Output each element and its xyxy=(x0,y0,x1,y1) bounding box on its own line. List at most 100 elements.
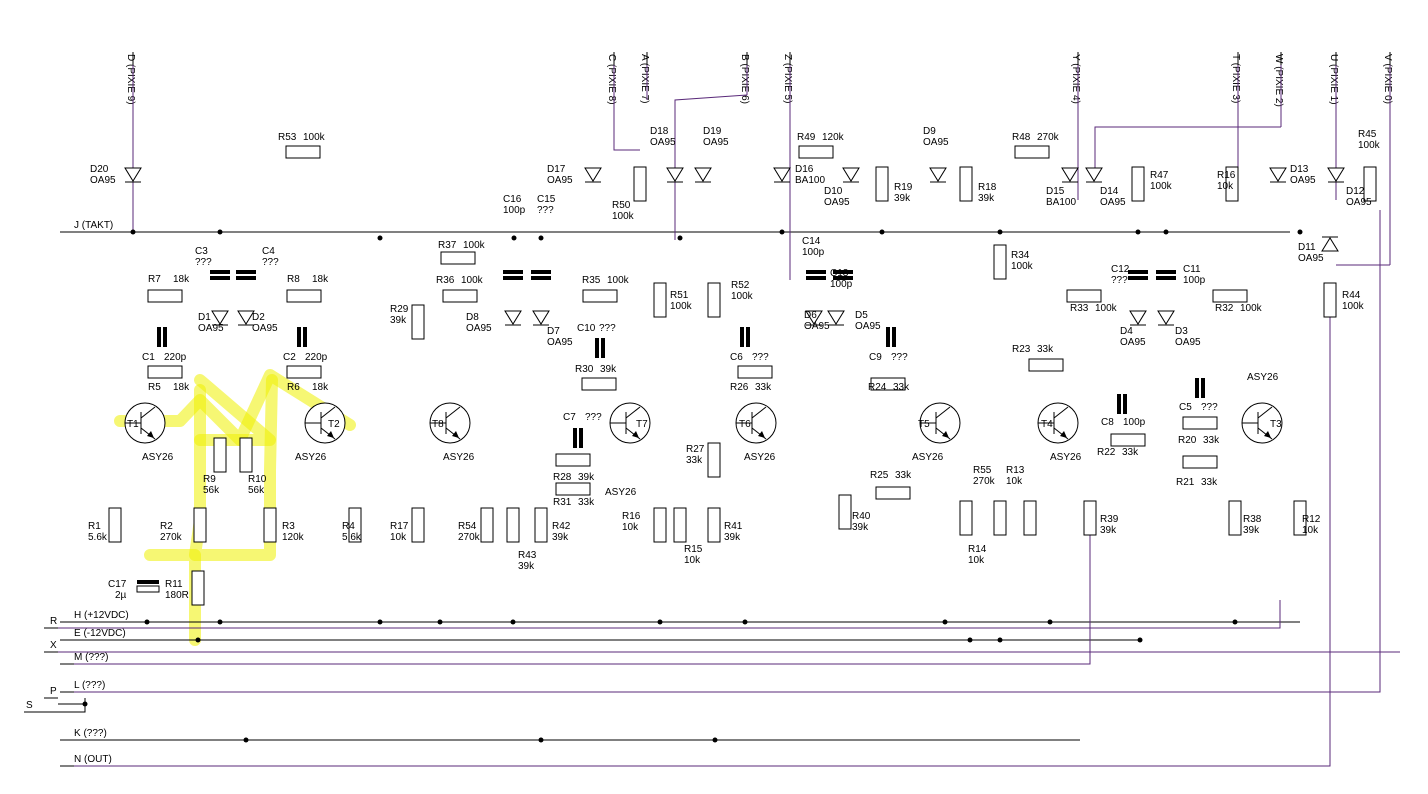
transistor-ref: T1 xyxy=(127,419,139,430)
diode-ref: D9 xyxy=(923,126,936,137)
resistor xyxy=(875,486,911,500)
resistor xyxy=(581,377,617,391)
resistor xyxy=(147,289,183,303)
resistor xyxy=(1083,500,1097,536)
resistor-value: 10k xyxy=(968,555,985,566)
resistor-value: 18k xyxy=(173,274,190,285)
transistor xyxy=(124,402,166,444)
capacitor xyxy=(1156,270,1176,280)
capacitor xyxy=(573,428,583,448)
highlight-mark xyxy=(114,369,356,446)
capacitor-value: ??? xyxy=(891,352,908,363)
resistor-ref: R24 xyxy=(868,382,887,393)
transistor xyxy=(609,402,651,444)
resistor-ref: R39 xyxy=(1100,514,1119,525)
capacitor-value: 100p xyxy=(1183,275,1206,286)
resistor-ref: R15 xyxy=(684,544,703,555)
capacitor xyxy=(595,338,605,358)
transistor-ref: T4 xyxy=(1041,419,1053,430)
resistor-ref: R43 xyxy=(518,550,537,561)
diode xyxy=(694,167,712,183)
resistor-value: 33k xyxy=(1122,447,1139,458)
diode-type: OA95 xyxy=(855,321,881,332)
resistor-value: 33k xyxy=(1201,477,1218,488)
resistor-ref: R41 xyxy=(724,521,743,532)
diode-type: BA100 xyxy=(1046,197,1076,208)
diode-type: OA95 xyxy=(1290,175,1316,186)
transistor xyxy=(919,402,961,444)
diode-type: OA95 xyxy=(1120,337,1146,348)
resistor xyxy=(442,289,478,303)
diode xyxy=(504,310,522,326)
resistor-ref: R34 xyxy=(1011,250,1030,261)
resistor-value: 100k xyxy=(303,132,326,143)
resistor xyxy=(506,507,520,543)
capacitor-value: 220p xyxy=(305,352,328,363)
resistor-ref: R23 xyxy=(1012,344,1031,355)
resistor-ref: R10 xyxy=(248,474,267,485)
wire xyxy=(38,704,86,713)
resistor xyxy=(348,507,362,543)
diode-ref: D1 xyxy=(198,312,211,323)
resistor-ref: R9 xyxy=(203,474,216,485)
diode-type: OA95 xyxy=(90,175,116,186)
resistor-ref: R13 xyxy=(1006,465,1025,476)
resistor-value: 33k xyxy=(686,455,703,466)
junction-dot xyxy=(82,701,88,707)
capacitor-body xyxy=(136,585,160,593)
diode-ref: D18 xyxy=(650,126,669,137)
resistor xyxy=(108,507,122,543)
resistor xyxy=(870,377,906,391)
capacitor-value: 2µ xyxy=(115,590,127,601)
resistor xyxy=(285,145,321,159)
junction-dot xyxy=(1137,637,1143,643)
transistor-type: ASY26 xyxy=(744,452,776,463)
resistor xyxy=(1131,166,1145,202)
transistor xyxy=(1037,402,1079,444)
diode-type: OA95 xyxy=(1298,253,1324,264)
wire xyxy=(58,600,1281,629)
diode-ref: D6 xyxy=(804,310,817,321)
resistor xyxy=(411,507,425,543)
transistor-ref: T5 xyxy=(918,419,930,430)
resistor-value: 120k xyxy=(822,132,845,143)
resistor-ref: R35 xyxy=(582,275,601,286)
resistor xyxy=(239,437,253,473)
resistor xyxy=(653,282,667,318)
resistor-value: 39k xyxy=(552,532,569,543)
diode-type: OA95 xyxy=(547,175,573,186)
resistor xyxy=(707,507,721,543)
capacitor xyxy=(157,327,167,347)
diode-ref: D16 xyxy=(795,164,814,175)
resistor xyxy=(875,166,889,202)
resistor-value: 10k xyxy=(684,555,701,566)
capacitor xyxy=(1195,378,1205,398)
connector-label: M (???) xyxy=(74,652,108,663)
wire xyxy=(74,300,1331,767)
resistor-ref: R52 xyxy=(731,280,750,291)
capacitor-ref: C13 xyxy=(830,268,849,279)
transistor xyxy=(429,402,471,444)
wire xyxy=(58,698,86,705)
diode-type: OA95 xyxy=(804,321,830,332)
resistor-ref: R27 xyxy=(686,444,705,455)
diode-type: OA95 xyxy=(1175,337,1201,348)
resistor-value: 56k xyxy=(203,485,220,496)
diode xyxy=(532,310,550,326)
resistor-value: 33k xyxy=(895,470,912,481)
resistor-ref: R2 xyxy=(160,521,173,532)
resistor xyxy=(147,365,183,379)
resistor xyxy=(286,289,322,303)
transistor xyxy=(735,402,777,444)
resistor-ref: R55 xyxy=(973,465,992,476)
transistor xyxy=(1241,402,1283,444)
resistor-value: 10k xyxy=(1217,181,1234,192)
connector-label: Z (PIXIE 5) xyxy=(782,54,793,103)
diode-type: OA95 xyxy=(1100,197,1126,208)
junction-dot xyxy=(195,637,201,643)
resistor xyxy=(480,507,494,543)
resistor-value: 100k xyxy=(1342,301,1365,312)
transistor-type: ASY26 xyxy=(1050,452,1082,463)
resistor-ref: R19 xyxy=(894,182,913,193)
connector-label: B (PIXIE 6) xyxy=(739,54,750,104)
